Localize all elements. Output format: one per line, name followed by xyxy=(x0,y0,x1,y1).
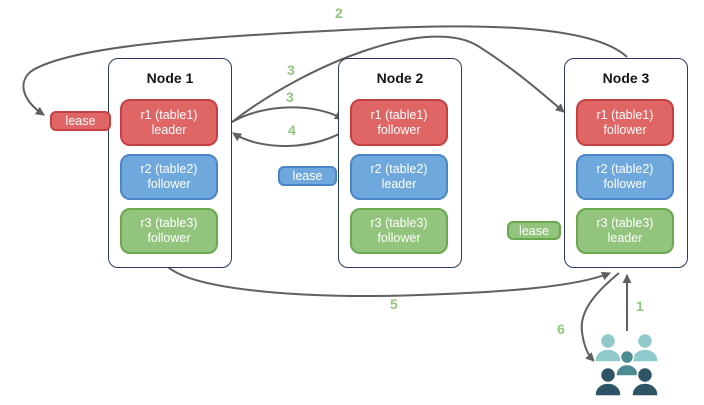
user-person-front-right xyxy=(631,366,659,397)
node3-replica-r2: r2 (table2) follower xyxy=(576,154,674,200)
node1-replica-r1: r1 (table1) leader xyxy=(120,99,218,146)
step-label-3b: 3 xyxy=(286,89,294,105)
arrow-step3-node1-to-node3 xyxy=(231,35,565,123)
arrow-step6-node3-to-users xyxy=(580,272,620,362)
replica-name: r3 (table3) xyxy=(370,216,428,230)
replica-name: r3 (table3) xyxy=(140,216,198,230)
user-person-back-right xyxy=(631,332,659,363)
step-label-4: 4 xyxy=(288,122,296,138)
node-1: Node 1 r1 (table1) leader r2 (table2) fo… xyxy=(108,58,232,268)
replica-name: r1 (table1) xyxy=(596,107,654,122)
node-3: Node 3 r1 (table1) follower r2 (table2) … xyxy=(564,58,688,268)
user-person-middle xyxy=(615,349,639,377)
user-person-front-left xyxy=(594,366,622,397)
replica-role: follower xyxy=(377,231,421,245)
replica-role: leader xyxy=(151,122,187,137)
replica-name: r1 (table1) xyxy=(370,107,428,122)
node2-replica-r2: r2 (table2) leader xyxy=(350,154,448,200)
node-2: Node 2 r1 (table1) follower r2 (table2) … xyxy=(338,58,462,268)
node-2-title: Node 2 xyxy=(376,70,424,86)
replica-name: r1 (table1) xyxy=(140,107,198,122)
lease-badge-green: lease xyxy=(507,221,561,240)
node-1-title: Node 1 xyxy=(146,70,194,86)
replica-role: follower xyxy=(603,177,647,191)
replica-name: r2 (table2) xyxy=(140,162,198,176)
replica-name: r3 (table3) xyxy=(596,216,654,230)
step-label-3a: 3 xyxy=(287,62,295,78)
node2-replica-r3: r3 (table3) follower xyxy=(350,208,448,254)
step-label-2: 2 xyxy=(335,5,343,21)
node1-replica-r2: r2 (table2) follower xyxy=(120,154,218,200)
replica-name: r2 (table2) xyxy=(596,162,654,176)
replica-role: leader xyxy=(607,231,643,245)
step-label-5: 5 xyxy=(390,296,398,312)
replica-role: follower xyxy=(147,177,191,191)
node2-replica-r1: r1 (table1) follower xyxy=(350,99,448,146)
replica-role: follower xyxy=(603,122,647,137)
arrow-step2-node3-to-lease1 xyxy=(22,25,628,116)
replica-name: r2 (table2) xyxy=(370,162,428,176)
replica-role: follower xyxy=(147,231,191,245)
step-label-1: 1 xyxy=(636,298,644,314)
node1-replica-r3: r3 (table3) follower xyxy=(120,208,218,254)
step-label-6: 6 xyxy=(557,321,565,337)
users-icon xyxy=(594,332,659,397)
replica-role: leader xyxy=(381,177,417,191)
user-person-back-left xyxy=(594,332,622,363)
arrow-step3-node1-to-node2 xyxy=(231,106,344,123)
replica-role: follower xyxy=(377,122,421,137)
arrow-step5-node1-to-node3 xyxy=(167,266,611,297)
lease-badge-blue: lease xyxy=(278,166,337,186)
lease-badge-red: lease xyxy=(50,111,111,131)
node3-replica-r1: r1 (table1) follower xyxy=(576,99,674,146)
arrow-step4-node2-to-node1 xyxy=(232,127,350,147)
node-3-title: Node 3 xyxy=(602,70,650,86)
node3-replica-r3: r3 (table3) leader xyxy=(576,208,674,254)
